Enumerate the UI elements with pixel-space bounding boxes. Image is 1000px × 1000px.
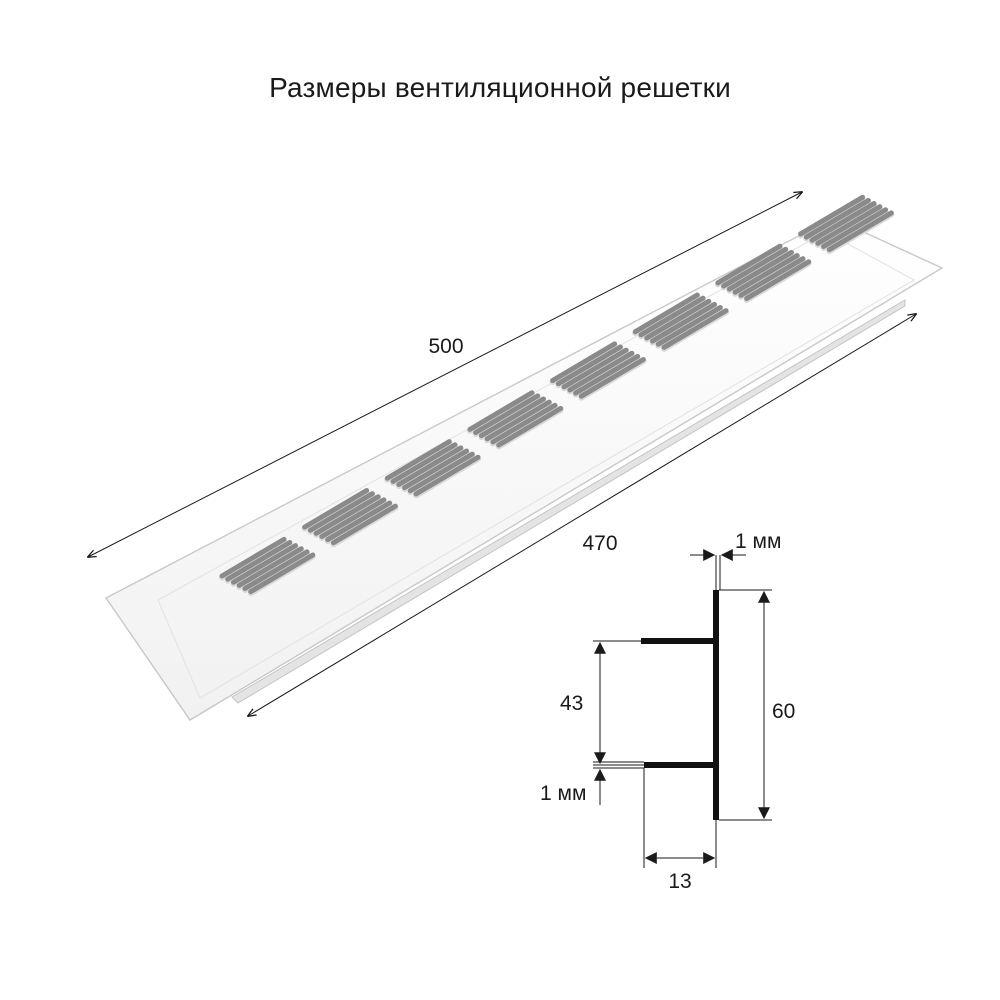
- dim-label-thickness-top: 1 мм: [735, 530, 781, 553]
- grille-plate: [104, 217, 944, 721]
- dim-line-470: [248, 314, 916, 716]
- dim-label-43: 43: [560, 692, 583, 715]
- profile-face: [713, 590, 719, 820]
- grille-3d-view: [104, 194, 944, 721]
- dim-label-500: 500: [428, 335, 463, 358]
- grille-slot: [809, 201, 877, 243]
- profile-flange-bottom: [644, 762, 715, 768]
- grille-slot: [821, 207, 889, 249]
- dim-label-thickness-bottom: 1 мм: [540, 782, 586, 805]
- profile-flange-top: [641, 638, 715, 644]
- grille-slot: [815, 204, 883, 246]
- dim-label-60: 60: [772, 700, 795, 723]
- profile-section: 1 мм 60 43 1 мм 13: [540, 530, 795, 893]
- dim-label-13: 13: [668, 870, 691, 893]
- grille-slot: [826, 210, 894, 253]
- grille-slot: [798, 194, 866, 237]
- grille-slot: [803, 197, 871, 240]
- diagram-title: Размеры вентиляционной решетки: [269, 72, 731, 103]
- dim-label-470: 470: [582, 532, 617, 555]
